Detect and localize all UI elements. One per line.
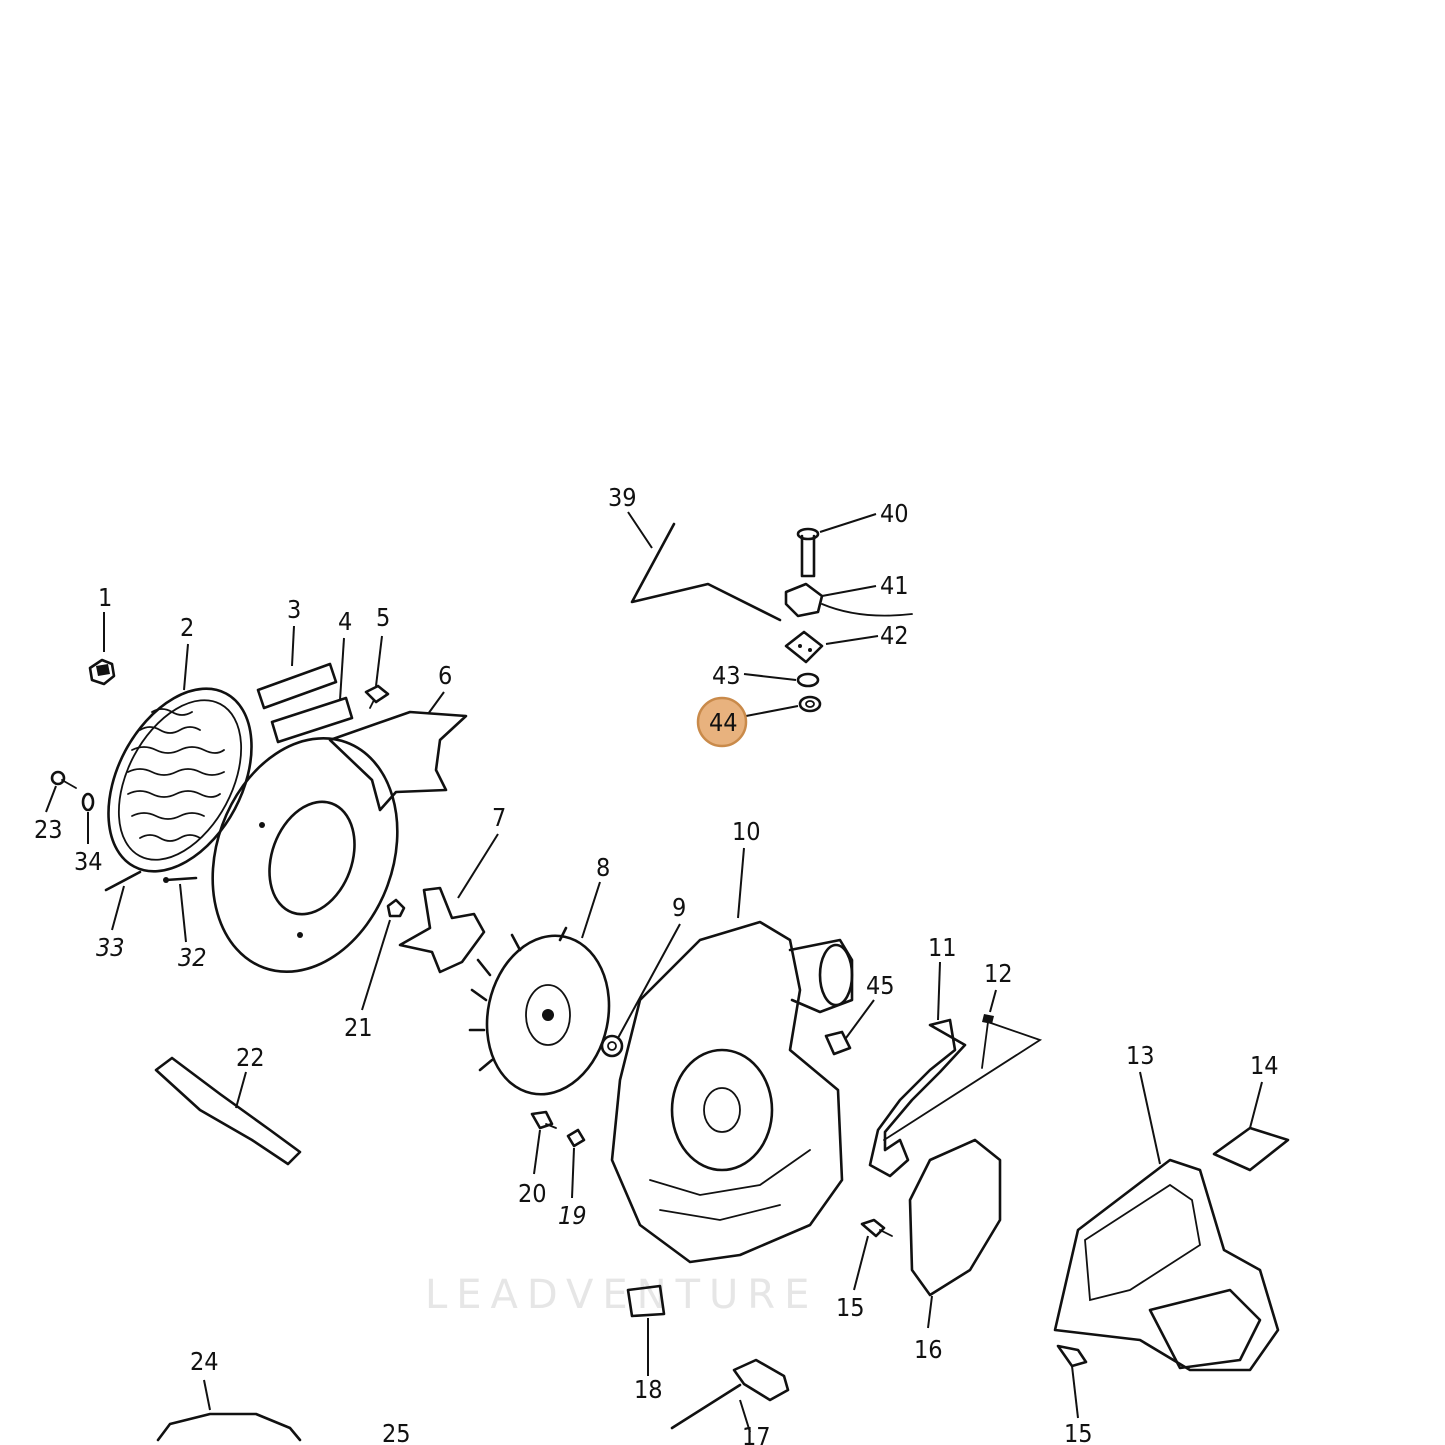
part-13-engine-shroud[interactable] xyxy=(1053,1158,1280,1372)
callout-17[interactable]: 17 xyxy=(742,1422,771,1445)
part-11-handle[interactable] xyxy=(868,1018,967,1178)
callout-20[interactable]: 20 xyxy=(518,1179,547,1208)
part-15-bolt-b[interactable] xyxy=(1056,1344,1088,1368)
callout-42[interactable]: 42 xyxy=(880,621,909,650)
part-6-fan-housing[interactable] xyxy=(181,710,468,998)
callout-13[interactable]: 13 xyxy=(1126,1041,1155,1070)
part-34-washer[interactable] xyxy=(81,792,95,812)
part-4-strip[interactable] xyxy=(270,696,354,744)
callout-16[interactable]: 16 xyxy=(914,1335,943,1364)
part-33-pin[interactable] xyxy=(104,870,142,892)
callout-5[interactable]: 5 xyxy=(376,603,390,632)
part-15-bolt-a[interactable] xyxy=(860,1218,893,1238)
part-22-strap[interactable] xyxy=(154,1056,302,1166)
part-44-nut[interactable] xyxy=(798,695,822,713)
part-14-label[interactable] xyxy=(1212,1126,1290,1172)
callout-2[interactable]: 2 xyxy=(180,613,194,642)
callout-21[interactable]: 21 xyxy=(344,1013,373,1042)
part-43-washer[interactable] xyxy=(796,672,820,688)
callout-15b[interactable]: 15 xyxy=(1064,1419,1093,1445)
callout-3[interactable]: 3 xyxy=(287,595,301,624)
callout-44[interactable]: 44 xyxy=(709,708,738,737)
part-19-screw[interactable] xyxy=(566,1128,586,1148)
highlight-marker xyxy=(696,696,748,748)
part-20-screw[interactable] xyxy=(530,1110,557,1130)
part-23-knob[interactable] xyxy=(50,770,77,789)
callout-22[interactable]: 22 xyxy=(236,1043,265,1072)
part-32-pin[interactable] xyxy=(163,876,198,883)
part-12-wire[interactable] xyxy=(883,1014,1043,1141)
callout-10[interactable]: 10 xyxy=(732,817,761,846)
callout-1[interactable]: 1 xyxy=(98,583,112,612)
part-1-clip[interactable] xyxy=(88,658,116,686)
callout-8[interactable]: 8 xyxy=(596,853,610,882)
callout-45[interactable]: 45 xyxy=(866,971,895,1000)
leader-lines xyxy=(45,511,1263,1433)
callout-7[interactable]: 7 xyxy=(492,803,506,832)
callout-9[interactable]: 9 xyxy=(672,893,686,922)
callout-labels: 1 2 3 4 5 6 7 8 9 10 11 12 13 14 15 15 1… xyxy=(34,483,1279,1445)
callout-43[interactable]: 43 xyxy=(712,661,741,690)
part-10-main-housing[interactable] xyxy=(610,920,854,1264)
callout-19[interactable]: 19 xyxy=(558,1201,587,1230)
part-42-plate[interactable] xyxy=(784,630,824,664)
part-24-elbow[interactable] xyxy=(156,1412,302,1442)
part-2-intake-grille[interactable] xyxy=(79,664,281,895)
callout-24[interactable]: 24 xyxy=(190,1347,219,1376)
callout-14[interactable]: 14 xyxy=(1250,1051,1279,1080)
callout-33[interactable]: 33 xyxy=(96,933,125,962)
callout-18[interactable]: 18 xyxy=(634,1375,663,1404)
part-45-spacer[interactable] xyxy=(824,1030,852,1056)
callout-15a[interactable]: 15 xyxy=(836,1293,865,1322)
part-16-cover[interactable] xyxy=(908,1138,1002,1297)
callout-34[interactable]: 34 xyxy=(74,847,103,876)
part-8-impeller[interactable] xyxy=(468,924,623,1105)
part-21-grommet[interactable] xyxy=(386,898,406,918)
watermark: LEADVENTURE xyxy=(425,1272,818,1318)
callout-11[interactable]: 11 xyxy=(928,933,957,962)
callout-23[interactable]: 23 xyxy=(34,815,63,844)
callout-4[interactable]: 4 xyxy=(338,607,352,636)
part-5-screw[interactable] xyxy=(364,684,390,709)
callout-41[interactable]: 41 xyxy=(880,571,909,600)
part-17-wrench[interactable] xyxy=(670,1358,790,1430)
part-40-bolt[interactable] xyxy=(796,527,820,578)
part-7-bracket[interactable] xyxy=(398,886,486,974)
part-39-rod[interactable] xyxy=(630,522,782,622)
callout-32[interactable]: 32 xyxy=(178,943,207,972)
part-9-washer[interactable] xyxy=(600,1034,624,1058)
callout-40[interactable]: 40 xyxy=(880,499,909,528)
part-41-switch[interactable] xyxy=(784,582,913,618)
callout-12[interactable]: 12 xyxy=(984,959,1013,988)
callout-25[interactable]: 25 xyxy=(382,1419,411,1445)
part-18-label[interactable] xyxy=(626,1284,666,1318)
callout-39[interactable]: 39 xyxy=(608,483,637,512)
part-3-strip[interactable] xyxy=(256,662,338,710)
callout-6[interactable]: 6 xyxy=(438,661,452,690)
